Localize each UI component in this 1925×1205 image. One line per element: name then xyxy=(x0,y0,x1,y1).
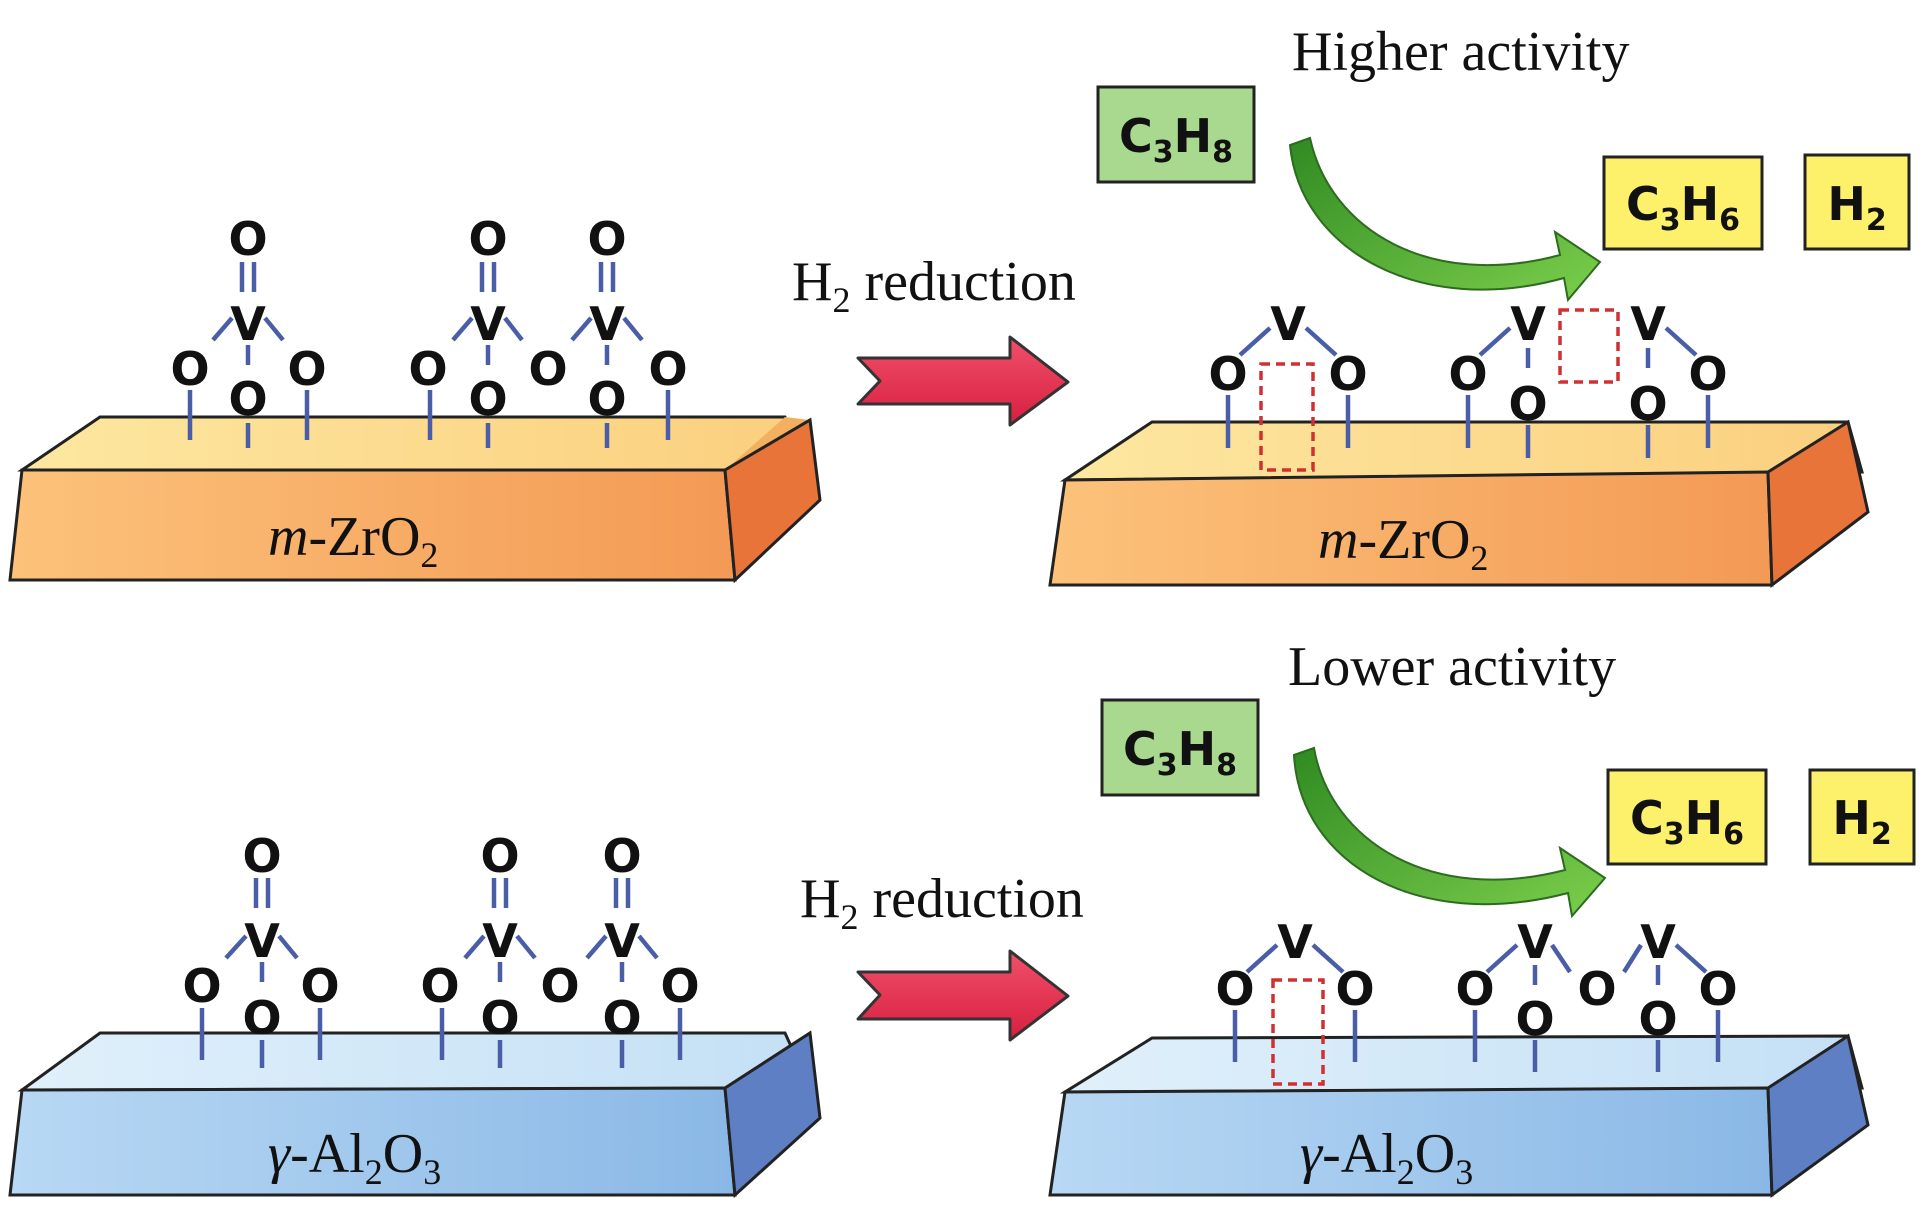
activity-label-bottom: Lower activity xyxy=(1288,636,1616,698)
vanadium-atom: V xyxy=(482,914,518,968)
oxygen-atom: O xyxy=(1515,992,1554,1046)
oxygen-atom: O xyxy=(660,959,699,1013)
vox-species-top-left: O V O O O O V O O O O V O O xyxy=(170,212,688,448)
oxygen-atom: O xyxy=(1698,962,1737,1016)
oxygen-atom: O xyxy=(1335,962,1374,1016)
vanadium-atom: V xyxy=(230,297,266,351)
svg-text:C3H8: C3H8 xyxy=(1119,109,1233,170)
oxygen-atom: O xyxy=(170,342,209,396)
oxygen-atom: O xyxy=(648,342,687,396)
oxygen-atom: O xyxy=(228,372,267,426)
oxygen-atom: O xyxy=(1455,962,1494,1016)
oxygen-atom: O xyxy=(228,212,267,266)
al2o3-slab-right xyxy=(1048,1033,1870,1198)
vox-reduced-bottom-right: V O O V O O O V O O xyxy=(1215,915,1738,1086)
oxygen-atom: O xyxy=(468,212,507,266)
reduction-arrow-bottom xyxy=(856,949,1070,1042)
zro2-slab-left xyxy=(8,415,822,584)
oxygen-atom: O xyxy=(1577,962,1616,1016)
oxygen-atom: O xyxy=(1628,377,1667,431)
reduction-arrow-top xyxy=(856,335,1070,427)
oxygen-atom: O xyxy=(480,991,519,1045)
zro2-label-left: m-ZrO2 xyxy=(268,506,438,575)
hydrogen-box-bottom: H2 xyxy=(1808,768,1916,866)
oxygen-atom: O xyxy=(242,991,281,1045)
vanadium-atom: V xyxy=(604,914,640,968)
al2o3-label-right: γ-Al2O3 xyxy=(1300,1123,1473,1192)
reactant-box-top: C3H8 xyxy=(1096,85,1256,184)
oxygen-atom: O xyxy=(1638,992,1677,1046)
oxygen-vacancy xyxy=(1259,362,1315,472)
oxygen-vacancy xyxy=(1558,308,1620,384)
oxygen-atom: O xyxy=(528,342,567,396)
oxygen-atom: O xyxy=(1215,962,1254,1016)
oxygen-atom: O xyxy=(408,342,447,396)
oxygen-atom: O xyxy=(242,829,281,883)
vox-species-bottom-left: O V O O O O V O O O O V O O xyxy=(182,829,700,1068)
oxygen-atom: O xyxy=(540,959,579,1013)
oxygen-atom: O xyxy=(1508,377,1547,431)
oxygen-atom: O xyxy=(287,342,326,396)
oxygen-atom: O xyxy=(1688,347,1727,401)
vanadium-atom: V xyxy=(1270,297,1306,351)
oxygen-atom: O xyxy=(1208,347,1247,401)
vanadium-atom: V xyxy=(1630,297,1666,351)
svg-text:C3H8: C3H8 xyxy=(1123,722,1237,783)
svg-text:C3H6: C3H6 xyxy=(1626,177,1740,238)
oxygen-atom: O xyxy=(1328,347,1367,401)
al2o3-label-left: γ-Al2O3 xyxy=(268,1123,441,1192)
propene-box-bottom: C3H6 xyxy=(1606,768,1768,866)
oxygen-atom: O xyxy=(587,372,626,426)
reduction-label-top: H2 reduction xyxy=(792,251,1076,320)
vox-reduced-top-right: V O O V O O V O O xyxy=(1208,297,1728,472)
svg-text:H2: H2 xyxy=(1832,791,1891,852)
oxygen-atom: O xyxy=(587,212,626,266)
svg-text:H2: H2 xyxy=(1827,177,1886,238)
oxygen-atom: O xyxy=(182,959,221,1013)
zro2-label-right: m-ZrO2 xyxy=(1318,509,1488,578)
vanadium-atom: V xyxy=(470,297,506,351)
hydrogen-box-top: H2 xyxy=(1803,153,1911,251)
oxygen-atom: O xyxy=(420,959,459,1013)
vanadium-atom: V xyxy=(244,914,280,968)
conversion-arrow-bottom xyxy=(1292,746,1607,919)
oxygen-atom: O xyxy=(480,829,519,883)
oxygen-atom: O xyxy=(300,959,339,1013)
reduction-label-bottom: H2 reduction xyxy=(800,868,1084,937)
al2o3-slab-left xyxy=(8,1030,822,1199)
oxygen-atom: O xyxy=(602,829,641,883)
conversion-arrow-top xyxy=(1288,136,1602,303)
vanadium-atom: V xyxy=(589,297,625,351)
oxygen-atom: O xyxy=(468,372,507,426)
vanadium-atom: V xyxy=(1277,915,1313,969)
propene-box-top: C3H6 xyxy=(1602,155,1764,251)
oxygen-atom: O xyxy=(1448,347,1487,401)
activity-label-top: Higher activity xyxy=(1292,21,1629,83)
oxygen-vacancy xyxy=(1271,978,1325,1086)
vanadium-atom: V xyxy=(1640,915,1676,969)
vanadium-atom: V xyxy=(1517,915,1553,969)
svg-text:C3H6: C3H6 xyxy=(1630,791,1744,852)
reactant-box-bottom: C3H8 xyxy=(1100,698,1260,797)
oxygen-atom: O xyxy=(602,991,641,1045)
zro2-slab-right xyxy=(1048,419,1870,588)
vanadium-atom: V xyxy=(1510,297,1546,351)
